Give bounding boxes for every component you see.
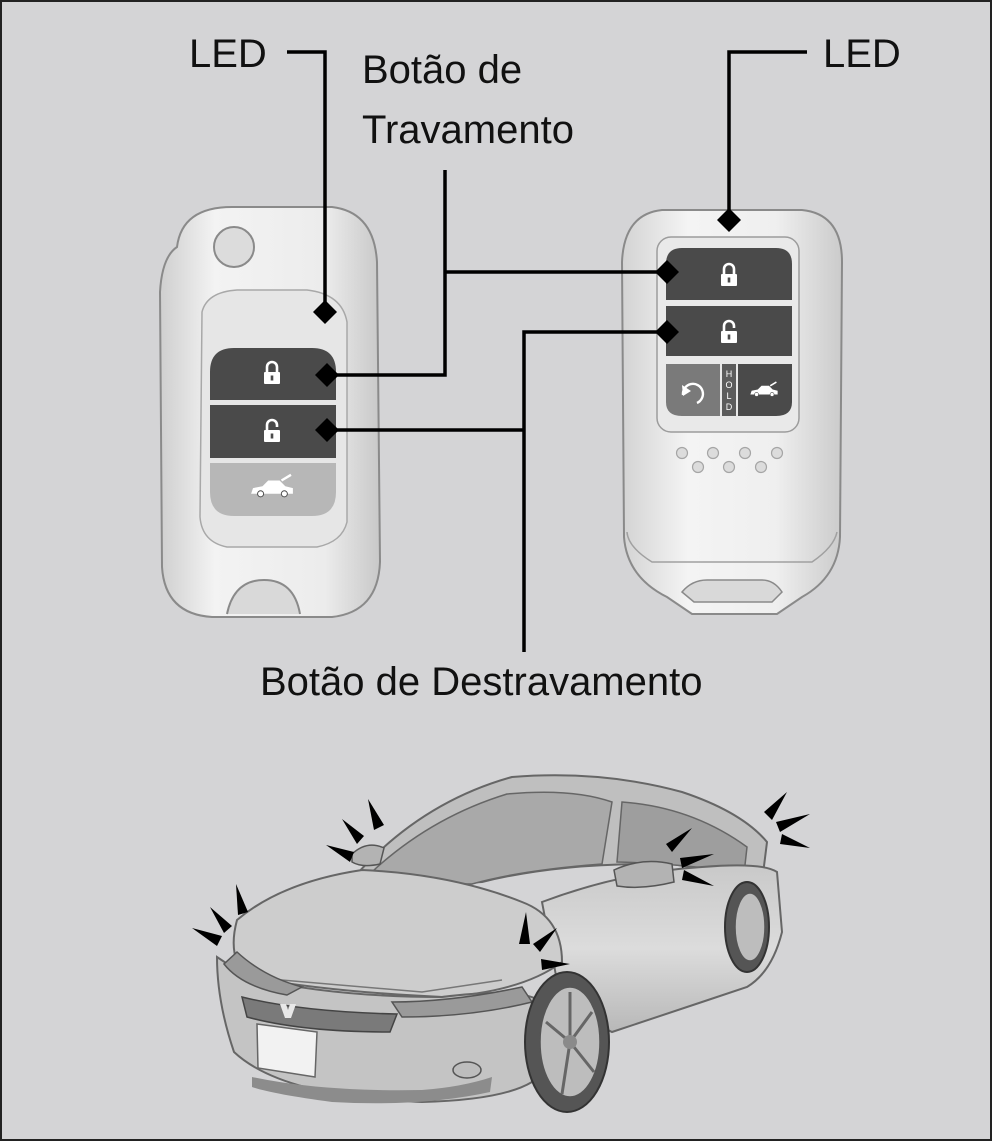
- key-ring-hole: [213, 226, 255, 268]
- fob-unlock-button[interactable]: [210, 405, 336, 458]
- lock-button-label-line2: Travamento: [362, 108, 574, 152]
- smart-remote-start-button[interactable]: [666, 364, 720, 416]
- svg-text:H: H: [726, 369, 733, 379]
- front-wheel: [524, 971, 610, 1113]
- led-label-left: LED: [189, 32, 267, 76]
- callout-lines: [287, 50, 807, 652]
- led-label-right: LED: [823, 32, 901, 76]
- smart-key-dots: [675, 446, 784, 474]
- flashing-light-indicators: [192, 792, 810, 970]
- svg-text:D: D: [726, 402, 733, 412]
- lock-button-label-line1: Botão de: [362, 48, 523, 92]
- smart-unlock-button[interactable]: [666, 306, 792, 356]
- fob-lock-button[interactable]: [210, 348, 336, 400]
- car-illustration: [192, 774, 810, 1113]
- smart-lock-button[interactable]: [666, 248, 792, 300]
- svg-text:L: L: [726, 391, 731, 401]
- flip-key-fob: [158, 206, 382, 618]
- callout-markers: [313, 208, 741, 442]
- smart-trunk-button[interactable]: [738, 364, 792, 416]
- rear-wheel: [724, 881, 770, 973]
- fob-trunk-button[interactable]: [210, 463, 336, 516]
- smart-hold-strip: H O L D: [722, 364, 736, 416]
- svg-text:O: O: [725, 380, 732, 390]
- smart-key-fob: H O L D: [620, 209, 844, 615]
- unlock-button-label: Botão de Destravamento: [260, 660, 703, 704]
